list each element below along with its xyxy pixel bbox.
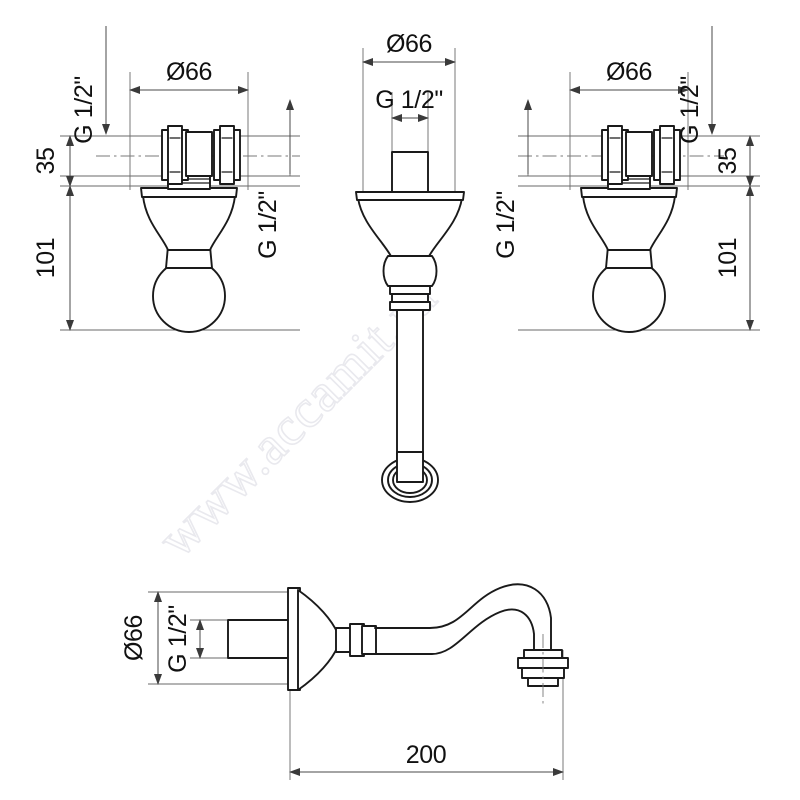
right-valve-body bbox=[580, 125, 681, 333]
dimension-spout-diameter: Ø66 bbox=[120, 591, 162, 685]
dimension-left-35: 35 bbox=[32, 135, 74, 187]
dimension-label-35-left: 35 bbox=[32, 147, 60, 174]
center-extension-lines bbox=[362, 48, 456, 200]
dimension-right-35: 35 bbox=[714, 135, 754, 187]
dimension-left-thread-top: G 1/2" bbox=[70, 26, 110, 144]
dimension-center-diameter: Ø66 bbox=[362, 30, 456, 66]
dimension-label-200: 200 bbox=[406, 741, 447, 769]
spout-extension-lines bbox=[148, 591, 564, 780]
dimension-right-diameter: Ø66 bbox=[569, 58, 689, 94]
dimension-label-35-right: 35 bbox=[714, 147, 742, 174]
dimension-spout-reach: 200 bbox=[289, 741, 564, 776]
dimension-label-g-half-left-top: G 1/2" bbox=[70, 76, 98, 144]
dimension-left-thread-side: G 1/2" bbox=[254, 99, 294, 259]
dimension-label-g-half-right-side: G 1/2" bbox=[492, 191, 520, 259]
dimension-right-thread-side: G 1/2" bbox=[492, 99, 532, 259]
view-center-spout: Ø66 G 1/2" bbox=[355, 30, 465, 503]
dimension-right-thread-top: G 1/2" bbox=[676, 26, 716, 144]
view-left-valve: Ø66 G 1/2" G 1/2" 35 101 bbox=[32, 26, 300, 333]
view-right-valve: Ø66 G 1/2" G 1/2" 35 101 bbox=[492, 26, 760, 333]
dimension-label-g-half-spout: G 1/2" bbox=[164, 605, 192, 673]
left-valve-body bbox=[140, 125, 241, 333]
dimension-label-g-half-right-top: G 1/2" bbox=[676, 76, 704, 144]
view-spout-side: Ø66 G 1/2" 200 bbox=[120, 583, 569, 780]
dimension-left-101: 101 bbox=[32, 185, 74, 331]
dimension-label-g-half-left-side: G 1/2" bbox=[254, 191, 282, 259]
dimension-right-101: 101 bbox=[714, 185, 754, 331]
dimension-label-d66-center: Ø66 bbox=[386, 30, 432, 58]
dimension-label-d66-right: Ø66 bbox=[606, 58, 652, 86]
spout-side-body bbox=[227, 583, 569, 706]
dimension-label-d66-left: Ø66 bbox=[166, 58, 212, 86]
dimension-center-thread: G 1/2" bbox=[375, 86, 443, 122]
dimension-label-d66-spout: Ø66 bbox=[120, 615, 148, 661]
dimension-label-101-right: 101 bbox=[714, 238, 742, 279]
dimension-spout-thread: G 1/2" bbox=[164, 605, 204, 673]
dimension-label-101-left: 101 bbox=[32, 238, 60, 279]
center-spout-body bbox=[355, 151, 465, 503]
dimension-left-diameter: Ø66 bbox=[129, 58, 249, 94]
dimension-label-g-half-center: G 1/2" bbox=[375, 86, 443, 114]
